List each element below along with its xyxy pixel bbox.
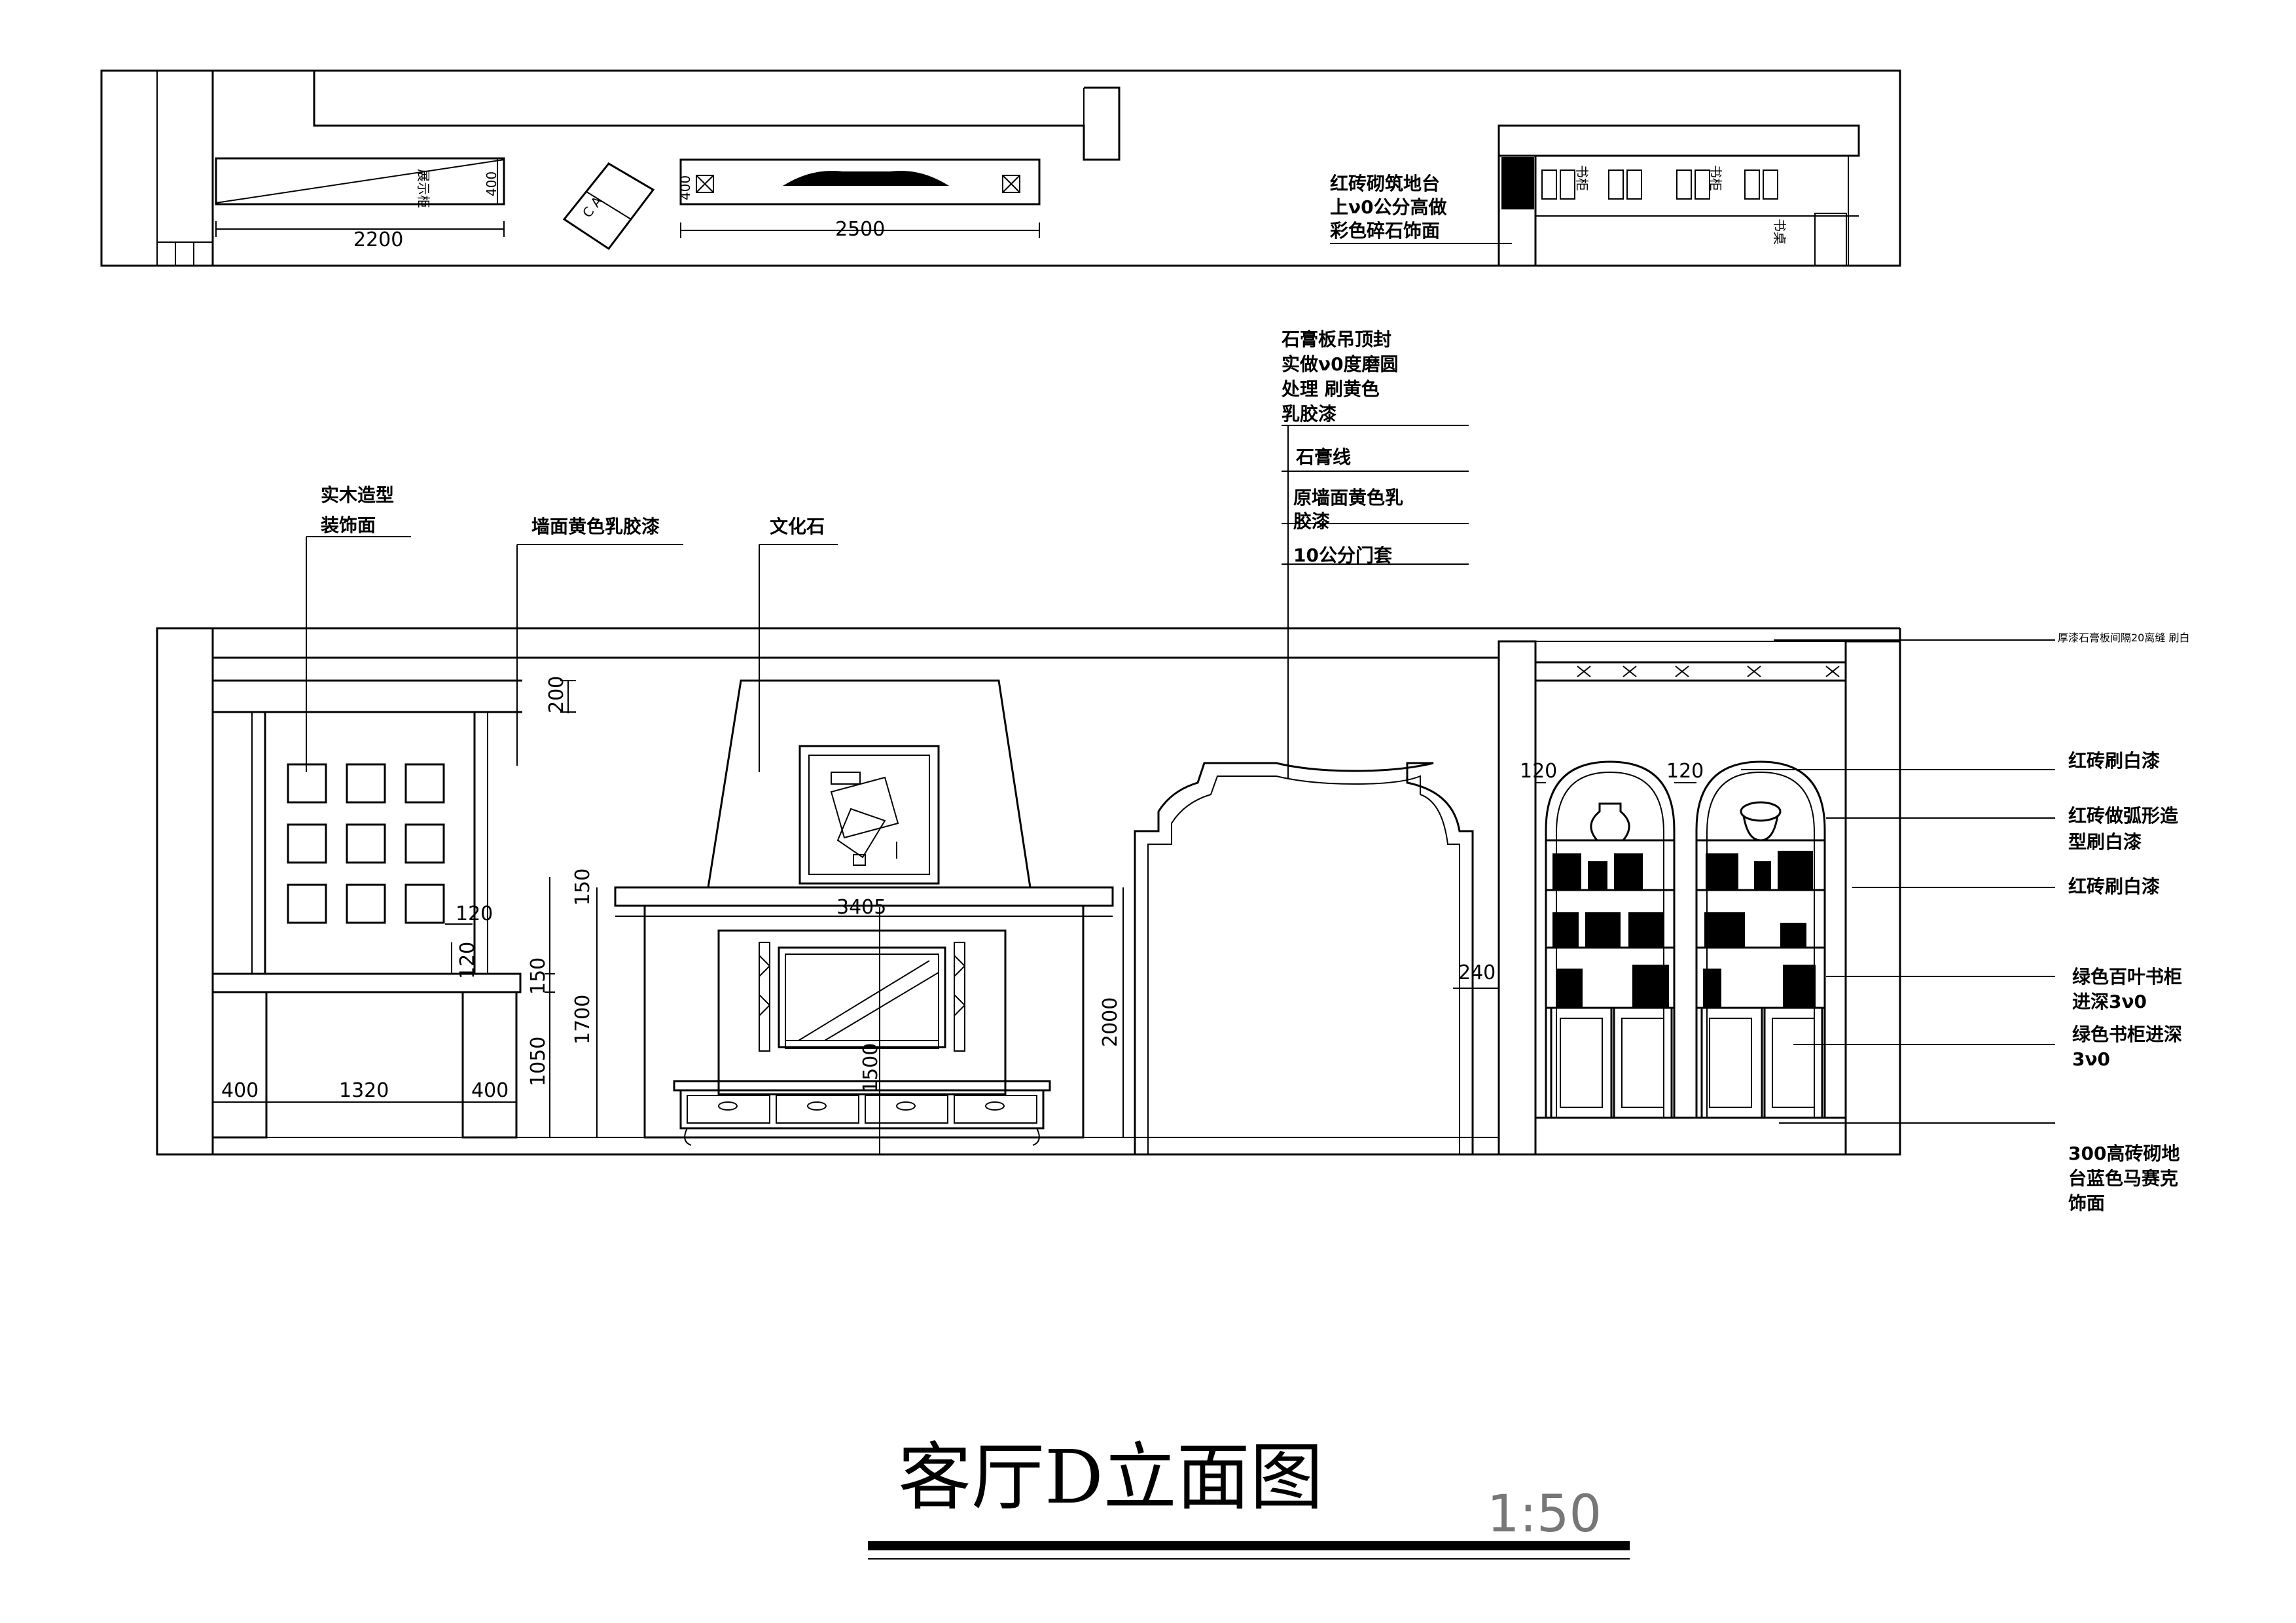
drawing-scale: 1:50 [1487, 1485, 1602, 1544]
dim-150a: 150 [571, 868, 594, 906]
plan-dim-2500: 2500 [835, 218, 885, 241]
label-wood-b: 装饰面 [321, 514, 376, 536]
drawing-title: 客厅D立面图 [898, 1435, 1323, 1520]
dim-120d: 120 [1666, 760, 1704, 783]
label-red-brick-2: 红砖刷白漆 [2068, 876, 2160, 897]
label-orig-wall-a: 原墙面黄色乳 [1293, 487, 1403, 508]
elevation-view [156, 425, 2055, 1156]
plan-bookshelf-b: 书柜 [1708, 165, 1723, 191]
dim-240: 240 [1458, 961, 1496, 984]
label-platform-a: 300高砖砌地 [2068, 1143, 2179, 1164]
label-green-louver-b: 进深3ν0 [2072, 991, 2147, 1012]
dim-1320: 1320 [339, 1079, 389, 1102]
label-arch-a: 红砖做弧形造 [2068, 805, 2178, 827]
plan-dim-400b: 400 [677, 175, 693, 200]
plan-marker-label: C A [579, 193, 605, 221]
label-culture-stone: 文化石 [770, 516, 825, 537]
dim-400b: 400 [471, 1079, 509, 1102]
dim-200: 200 [545, 676, 568, 713]
label-top-note: 厚漆石膏板间隔20离缝 刷白 [2058, 632, 2189, 644]
label-green-cab-b: 3ν0 [2072, 1048, 2110, 1070]
label-door-trim: 10公分门套 [1293, 544, 1393, 566]
dim-3405: 3405 [836, 896, 886, 919]
label-wall-paint: 墙面黄色乳胶漆 [531, 516, 660, 537]
plan-bookshelf-a: 书柜 [1574, 165, 1590, 191]
dim-1500: 1500 [859, 1043, 882, 1093]
plan-dim-400a: 400 [484, 171, 499, 196]
plan-note-line3: 彩色碎石饰面 [1330, 220, 1440, 241]
plan-note-line2: 上ν0公分高做 [1330, 196, 1447, 218]
dim-400a: 400 [221, 1079, 259, 1102]
label-wood-a: 实木造型 [321, 484, 394, 506]
label-ceiling-c: 处理 刷黄色 [1281, 378, 1380, 400]
dim-120a: 120 [456, 902, 493, 925]
label-platform-b: 台蓝色马赛克 [2068, 1168, 2178, 1189]
dim-120b: 120 [456, 942, 479, 979]
plan-display-cabinet-label: 展示柜 [416, 169, 431, 208]
plan-desk: 书桌 [1772, 219, 1787, 245]
label-red-brick-1: 红砖刷白漆 [2068, 750, 2160, 772]
label-arch-b: 型刷白漆 [2068, 831, 2142, 853]
label-platform-c: 饰面 [2068, 1192, 2105, 1214]
label-ceiling-b: 实做ν0度磨圆 [1282, 353, 1399, 375]
label-ceiling-d: 乳胶漆 [1282, 403, 1336, 425]
label-ceiling-a: 石膏板吊顶封 [1281, 329, 1391, 350]
dim-150b: 150 [527, 957, 550, 995]
dim-120c: 120 [1520, 760, 1557, 783]
label-plaster-line: 石膏线 [1295, 446, 1351, 468]
label-green-cab-a: 绿色书柜进深 [2072, 1024, 2182, 1045]
plan-note-line1: 红砖砌筑地台 [1330, 173, 1440, 194]
label-green-louver-a: 绿色百叶书柜 [2072, 966, 2182, 988]
dim-1050: 1050 [527, 1037, 550, 1086]
plan-view [100, 69, 1901, 267]
label-orig-wall-b: 胶漆 [1293, 510, 1330, 532]
plan-dim-2200: 2200 [353, 228, 403, 251]
dim-1700: 1700 [571, 995, 594, 1044]
dim-2000: 2000 [1099, 997, 1122, 1047]
